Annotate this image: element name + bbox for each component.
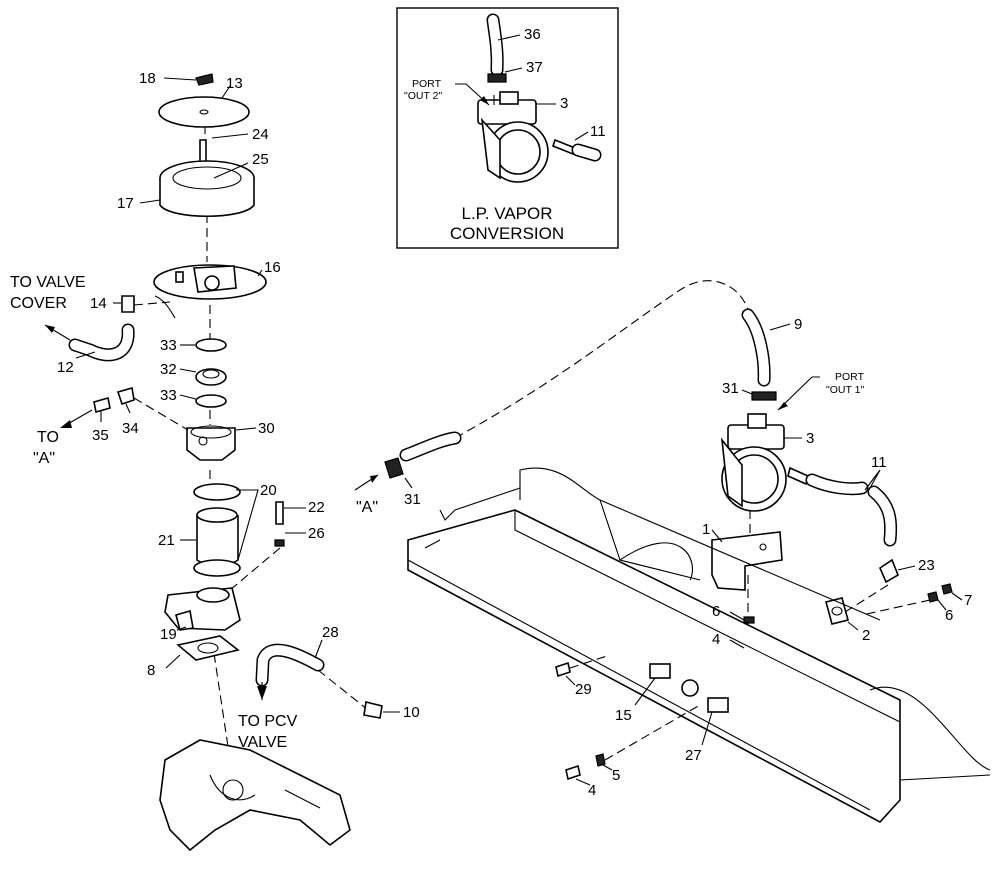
label-a-marker: "A" [356, 499, 378, 516]
callout-4-lower: 4 [588, 782, 596, 799]
callout-6-right: 6 [945, 607, 953, 624]
callout-27: 27 [685, 747, 702, 764]
callout-34: 34 [122, 420, 139, 437]
callout-21: 21 [158, 532, 175, 549]
callout-24: 24 [252, 126, 269, 143]
label-to-valve-cover-2: COVER [10, 295, 67, 312]
callout-5: 5 [612, 767, 620, 784]
callout-22: 22 [308, 499, 325, 516]
inset-title-line-1: L.P. VAPOR [461, 204, 552, 223]
callout-31-lower: 31 [404, 491, 421, 508]
callout-33-lower: 33 [160, 387, 177, 404]
callout-14: 14 [90, 295, 107, 312]
label-to-a-2: "A" [33, 450, 55, 467]
callout-26: 26 [308, 525, 325, 542]
port-out2-label-1: PORT [412, 78, 442, 90]
regulator-frame-assembly: 9 31 3 11 31 1 23 7 6 6 2 4 29 15 27 4 5… [354, 280, 991, 823]
label-to-pcv-1: TO PCV [238, 713, 298, 730]
callout-25: 25 [252, 151, 269, 168]
callout-28: 28 [322, 624, 339, 641]
callout-11-main: 11 [871, 454, 887, 471]
label-to-pcv-2: VALVE [238, 734, 287, 751]
callout-7: 7 [964, 592, 972, 609]
callout-12: 12 [57, 359, 74, 376]
callout-8: 8 [147, 662, 155, 679]
callout-9: 9 [794, 316, 802, 333]
callout-15: 15 [615, 707, 632, 724]
callout-2: 2 [862, 627, 870, 644]
callout-11-inset: 11 [590, 123, 606, 140]
callout-3-inset: 3 [560, 95, 568, 112]
callout-3-main: 3 [806, 430, 814, 447]
callout-6-left: 6 [712, 603, 720, 620]
port-out2-label-2: "OUT 2" [404, 90, 442, 102]
callout-17: 17 [117, 195, 134, 212]
callout-10: 10 [403, 704, 420, 721]
port-out1-label-2: "OUT 1" [826, 384, 864, 396]
callout-19: 19 [160, 626, 177, 643]
callout-33-upper: 33 [160, 337, 177, 354]
inset-title-line-2: CONVERSION [450, 224, 564, 243]
port-out1-label-1: PORT [835, 371, 865, 383]
callout-30: 30 [258, 420, 275, 437]
callout-37: 37 [526, 59, 543, 76]
air-cleaner-assembly: 18 13 24 25 17 16 14 12 33 32 33 35 34 3… [10, 70, 420, 852]
callout-16: 16 [264, 259, 281, 276]
callout-13: 13 [226, 75, 243, 92]
callout-1: 1 [702, 521, 710, 538]
callout-32: 32 [160, 361, 177, 378]
label-to-a-1: TO [37, 429, 59, 446]
callout-29: 29 [575, 681, 592, 698]
callout-18: 18 [139, 70, 156, 87]
callout-20: 20 [260, 482, 277, 499]
callout-36: 36 [524, 26, 541, 43]
callout-4-upper: 4 [712, 631, 720, 648]
label-to-valve-cover-1: TO VALVE [10, 274, 86, 291]
inset-lp-vapor-conversion: 36 37 3 11 PORT "OUT 2" L.P. VAPOR CONVE… [396, 7, 619, 249]
callout-35: 35 [92, 427, 109, 444]
callout-23: 23 [918, 557, 935, 574]
callout-31-upper: 31 [722, 380, 739, 397]
